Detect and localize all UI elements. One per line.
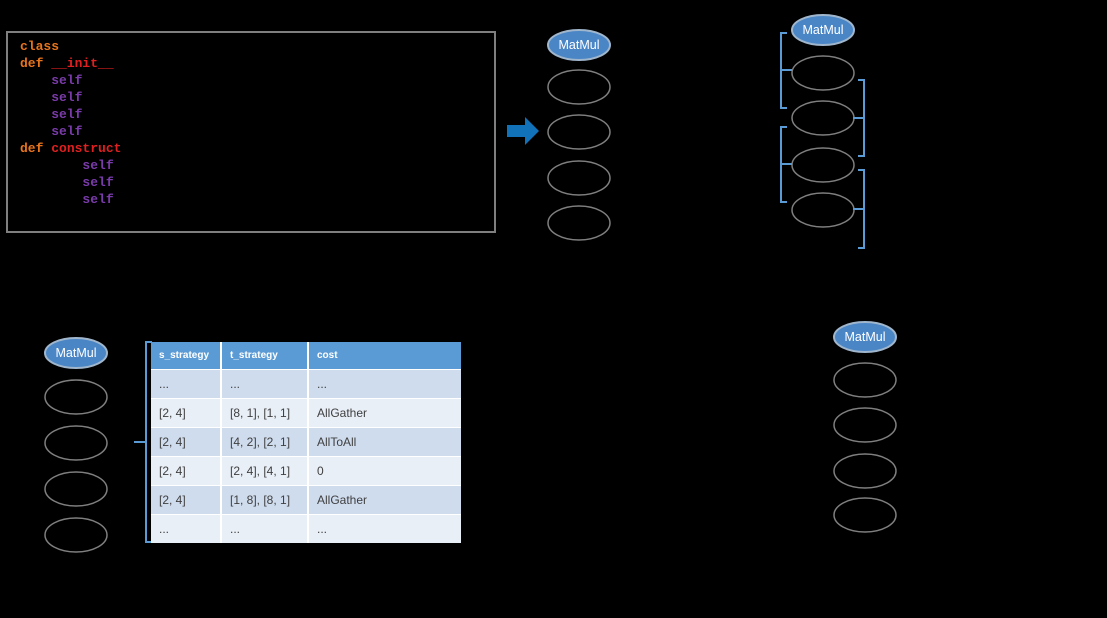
strategy-node (833, 362, 897, 398)
table-cell: [8, 1], [1, 1] (221, 398, 309, 428)
strategy-node (44, 425, 108, 461)
table-cell: [2, 4] (151, 485, 222, 515)
matmul-node (833, 321, 897, 353)
table-cell: [2, 4] (151, 427, 222, 457)
code-identifier: self (20, 73, 83, 88)
code-line: def construct (20, 140, 494, 157)
code-panel: class def __init__ self self self self d… (6, 31, 496, 233)
table-cell: AllToAll (308, 427, 461, 457)
code-line: self (20, 72, 494, 89)
table-row: [2, 4] [8, 1], [1, 1] AllGather (151, 398, 461, 428)
table-cell: [2, 4] (151, 398, 222, 428)
table-cell: ... (317, 522, 328, 536)
matmul-node (791, 14, 855, 46)
table-row: ... ... ... (151, 514, 461, 543)
strategy-node (791, 55, 855, 91)
strategy-node (791, 100, 855, 136)
matmul-node-label: MatMul (559, 38, 600, 52)
code-identifier: self (20, 175, 114, 190)
strategy-cost-table: s_strategy t_strategy cost ... ... ... [… (151, 342, 461, 543)
code-line: self (20, 123, 494, 140)
code-identifier: self (20, 124, 83, 139)
header-cell-cost: cost (308, 342, 461, 370)
strategy-node (791, 147, 855, 183)
table-cell: [2, 4] (151, 456, 222, 486)
table-row: [2, 4] [4, 2], [2, 1] AllToAll (151, 427, 461, 457)
table-row: ... ... ... (151, 369, 461, 399)
graph-matmul-column-1: MatMul (547, 29, 611, 241)
code-line: self (20, 174, 494, 191)
table-cell: [1, 8], [8, 1] (221, 485, 309, 515)
table-cell: ... (308, 369, 461, 399)
strategy-node (547, 160, 611, 196)
strategy-node (547, 114, 611, 150)
strategy-node (44, 517, 108, 553)
table-pointer-bracket (134, 341, 152, 543)
code-line: self (20, 106, 494, 123)
table-cell: ... (151, 514, 222, 543)
code-line: self (20, 191, 494, 208)
table-header-row: s_strategy t_strategy cost (151, 342, 461, 370)
graph-matmul-column-3: MatMul (44, 337, 108, 553)
matmul-node-label: MatMul (803, 23, 844, 37)
strategy-node (833, 453, 897, 489)
group-bracket-table (134, 341, 152, 543)
group-bracket-right-2 (853, 169, 865, 249)
header-cell-s-strategy: s_strategy (151, 342, 222, 370)
right-arrow-icon (507, 117, 539, 145)
code-keyword: def (20, 141, 52, 156)
graph-matmul-column-4: MatMul (833, 321, 897, 533)
graph-matmul-column-2: MatMul (780, 14, 865, 249)
code-line: class (20, 38, 494, 55)
table-cell: [2, 4], [4, 1] (221, 456, 309, 486)
header-cell-t-strategy: t_strategy (221, 342, 309, 370)
table-row: [2, 4] [1, 8], [8, 1] AllGather (151, 485, 461, 515)
code-keyword: class (20, 39, 60, 54)
table-row: [2, 4] [2, 4], [4, 1] 0 (151, 456, 461, 486)
strategy-node (547, 69, 611, 105)
group-bracket-left-1 (780, 32, 792, 109)
code-identifier: __init__ (51, 56, 114, 71)
table-cell: [4, 2], [2, 1] (221, 427, 309, 457)
code-identifier: self (20, 158, 114, 173)
group-bracket-right-1 (853, 79, 865, 157)
code-keyword: def (20, 56, 52, 71)
code-identifier: self (20, 192, 114, 207)
strategy-node (833, 497, 897, 533)
strategy-node (547, 205, 611, 241)
code-line: def __init__ (20, 55, 494, 72)
table-cell: ... (151, 369, 222, 399)
table-cell: ... (221, 369, 309, 399)
table-cell: 0 (308, 456, 461, 486)
strategy-node (44, 379, 108, 415)
strategy-node (44, 471, 108, 507)
strategy-node (791, 192, 855, 228)
table-cell: AllGather (308, 485, 461, 515)
strategy-node (833, 407, 897, 443)
matmul-node-label: MatMul (56, 346, 97, 360)
code-identifier: construct (51, 141, 122, 156)
code-line: self (20, 157, 494, 174)
code-identifier: self (20, 90, 83, 105)
right-arrow-shape (507, 117, 539, 145)
table-cell: ... (221, 514, 309, 543)
group-bracket-left-2 (780, 126, 792, 203)
matmul-node-label: MatMul (845, 330, 886, 344)
code-identifier: self (20, 107, 83, 122)
matmul-node (44, 337, 108, 369)
matmul-node (547, 29, 611, 61)
table-cell: AllGather (308, 398, 461, 428)
code-line: self (20, 89, 494, 106)
